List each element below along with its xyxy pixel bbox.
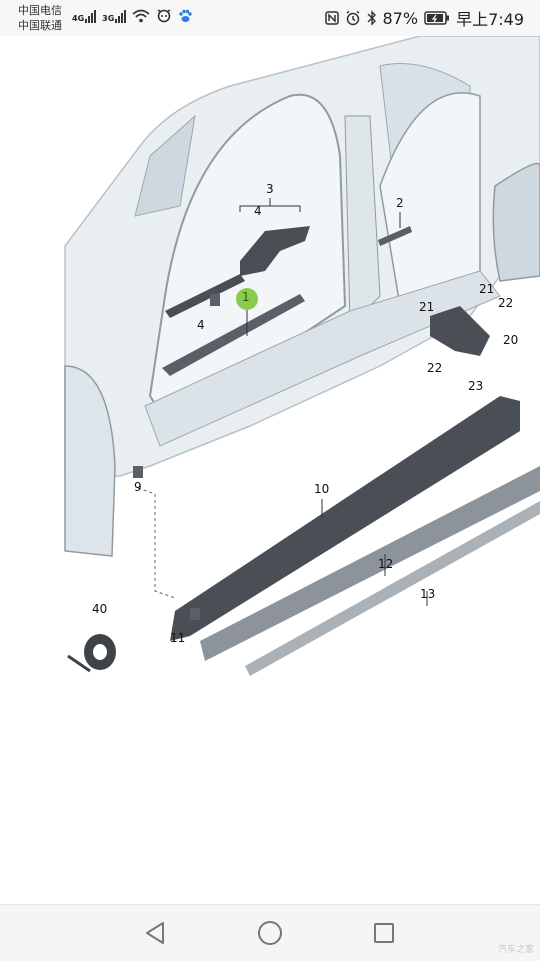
callout-22a: 22: [498, 296, 514, 310]
battery-icon: [424, 11, 450, 25]
callout-12: 12: [378, 557, 394, 571]
battery-percent: 87%: [382, 8, 419, 28]
parts-diagram: [64, 36, 540, 676]
recents-button[interactable]: [364, 915, 404, 951]
navigation-bar: 汽车之家: [0, 904, 540, 961]
callout-3: 3: [266, 182, 274, 196]
carrier-2: 中国联通: [18, 19, 62, 32]
wifi-icon: [132, 9, 150, 23]
back-icon: [146, 922, 164, 944]
net1-label: 4G: [72, 14, 85, 23]
callout-20: 20: [503, 333, 519, 347]
net2-label: 3G: [102, 14, 115, 23]
recents-icon: [374, 923, 394, 943]
callout-4b: 4: [197, 318, 205, 332]
baidu-paw-icon: [178, 9, 192, 23]
home-button[interactable]: [250, 915, 290, 951]
image-viewer[interactable]: 1 2 3 4 4 9 10 11 12 13 20 21 21 22 22 2…: [0, 36, 540, 904]
signal-icon: 3G: [102, 9, 127, 23]
carrier-info: 中国电信 中国联通: [18, 3, 62, 33]
carrier-1: 中国电信: [18, 4, 62, 17]
callout-21a: 21: [479, 282, 495, 296]
callout-10: 10: [314, 482, 330, 496]
callout-9: 9: [134, 480, 142, 494]
signal-icon: 4G: [72, 9, 97, 23]
callout-22b: 22: [427, 361, 443, 375]
callout-2: 2: [396, 196, 404, 210]
alarm-icon: [345, 10, 361, 26]
watermark: 汽车之家: [497, 945, 534, 955]
bluetooth-icon: [367, 10, 377, 26]
back-button[interactable]: [135, 915, 175, 951]
nfc-icon: [324, 11, 339, 25]
mascot-icon: [156, 7, 172, 23]
status-right: 87% 早上7:49: [324, 6, 524, 30]
callout-21b: 21: [419, 300, 435, 314]
callout-11: 11: [170, 631, 186, 645]
callout-40: 40: [92, 602, 108, 616]
callout-23: 23: [468, 379, 484, 393]
clock: 早上7:49: [456, 10, 524, 29]
callout-4a: 4: [254, 204, 262, 218]
status-bar: 中国电信 中国联通 4G 3G 87%: [0, 0, 540, 36]
callout-13: 13: [420, 587, 436, 601]
callout-1: 1: [242, 290, 250, 304]
home-icon: [258, 921, 282, 945]
network-indicators: 4G 3G: [72, 7, 192, 23]
